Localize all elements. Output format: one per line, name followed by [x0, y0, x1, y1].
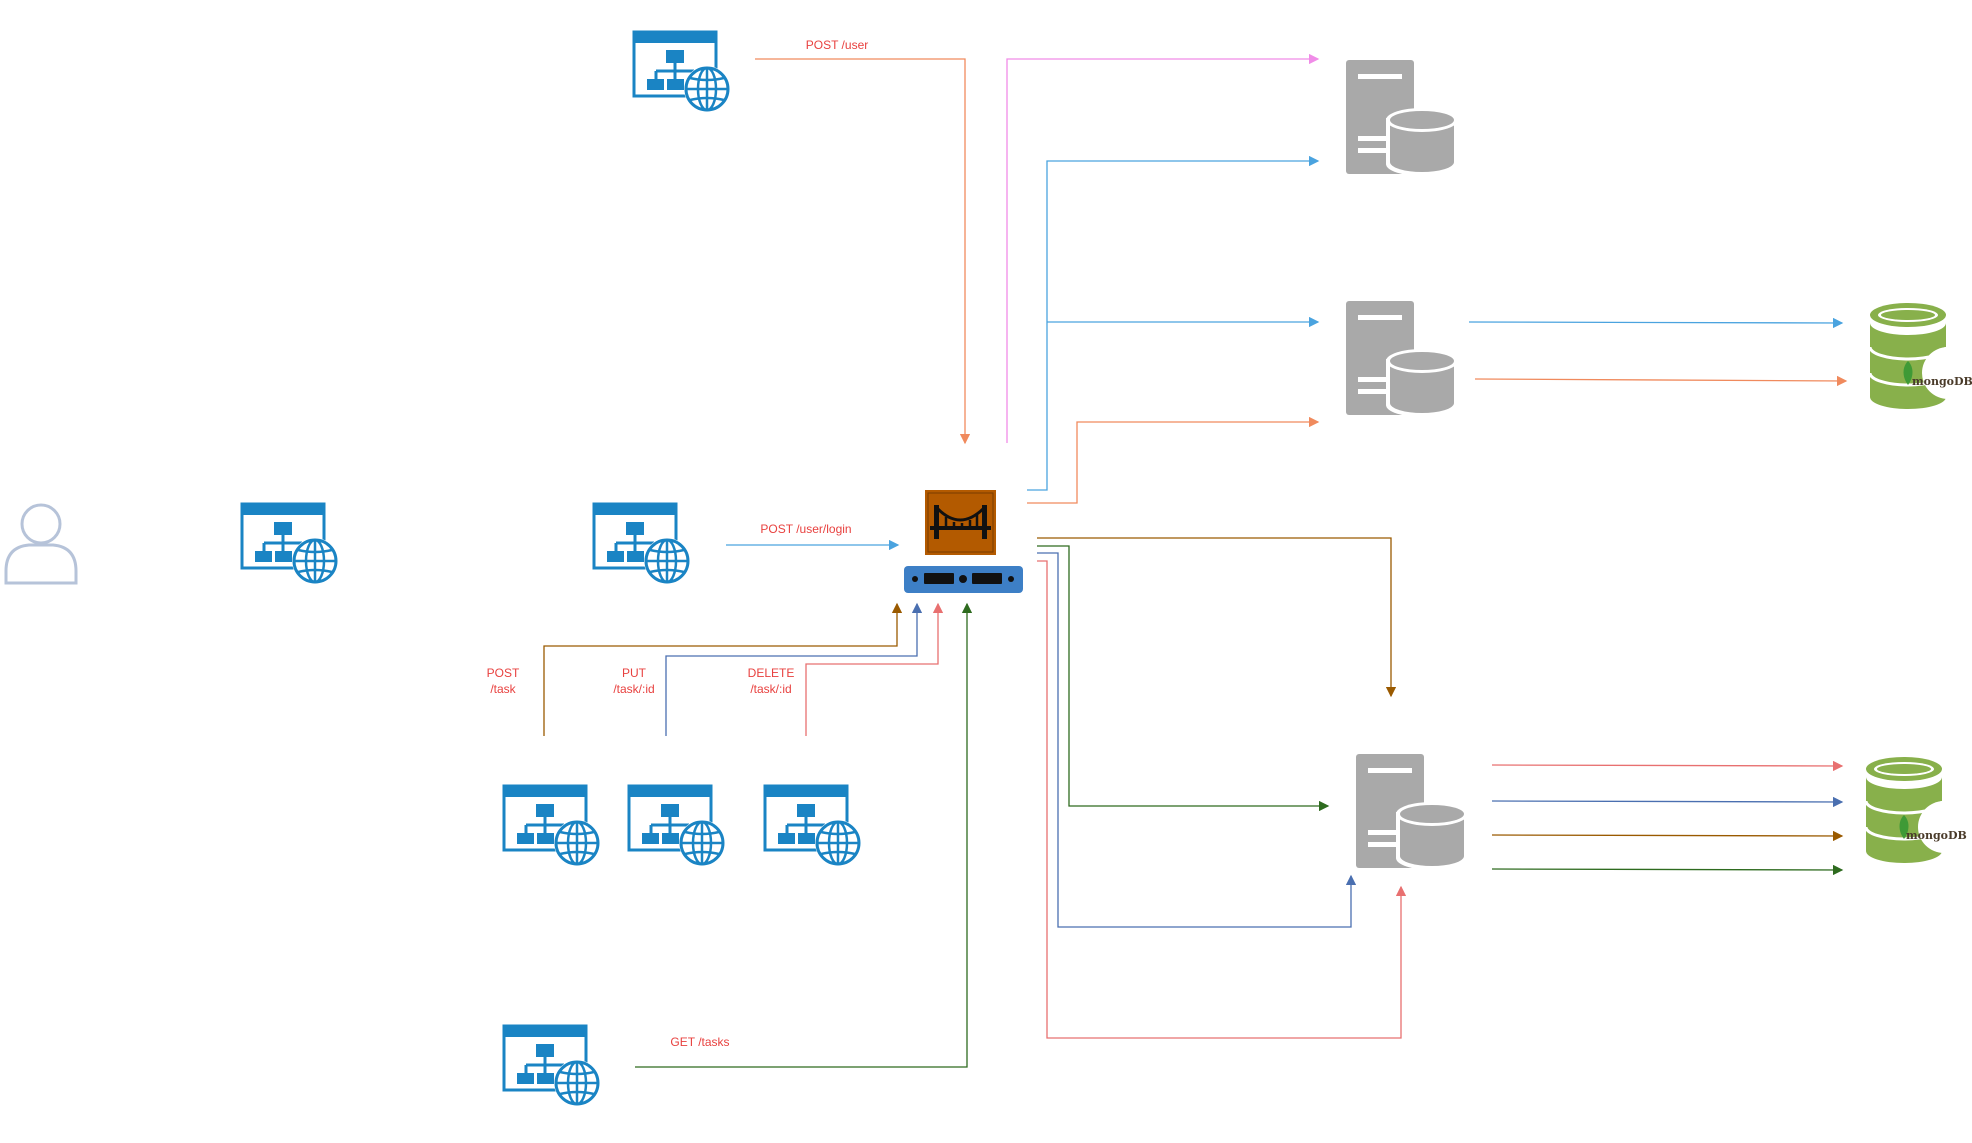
label-put-task-line1: PUT [622, 666, 647, 680]
api-gateway-bridge-icon[interactable] [904, 490, 1023, 593]
label-post-task-line1: POST [487, 666, 520, 680]
edge-gateway-server-task-navy [1037, 552, 1357, 928]
database-server-icon[interactable] [1346, 301, 1458, 417]
edge-post-task [543, 602, 903, 736]
connectors [543, 53, 1848, 1068]
edge-labels: POST /user POST /user/login POST /task P… [487, 38, 869, 1049]
label-post-user-login: POST /user/login [760, 522, 851, 536]
edge-server-task-mongodb-brown [1491, 830, 1844, 842]
web-app-icon[interactable] [502, 1024, 602, 1108]
web-app-icon[interactable] [632, 30, 732, 114]
web-app-icon[interactable] [502, 784, 602, 868]
edge-server-task-mongodb-red [1491, 760, 1844, 772]
edge-delete-task [805, 602, 944, 736]
web-app-icon[interactable] [763, 784, 863, 868]
edge-server-task-mongodb-navy [1491, 796, 1844, 808]
label-post-task-line2: /task [490, 682, 516, 696]
mongodb-icon [1868, 301, 1968, 411]
edge-gateway-server-top-pink [1006, 53, 1320, 443]
edge-gateway-server-user-orange [1027, 416, 1320, 504]
edge-gateway-server-top-blue [1027, 155, 1320, 491]
label-delete-task-line2: /task/:id [750, 682, 791, 696]
edge-gateway-server-task-green [1037, 545, 1330, 812]
label-delete-task-line1: DELETE [748, 666, 795, 680]
edge-server-user-mongodb-blue [1468, 317, 1844, 329]
mongodb-label: mongoDB [1906, 829, 1967, 842]
edge-gateway-server-task-red [1037, 560, 1407, 1039]
clients [240, 30, 863, 1108]
web-app-icon[interactable] [627, 784, 727, 868]
edge-gateway-server-task-brown [1037, 537, 1397, 698]
label-post-user: POST /user [806, 38, 868, 52]
label-put-task-line2: /task/:id [613, 682, 654, 696]
database-server-icon[interactable] [1346, 60, 1458, 176]
user-icon[interactable] [4, 503, 78, 585]
database-server-icon[interactable] [1356, 754, 1468, 870]
web-app-icon[interactable] [240, 502, 340, 586]
web-app-icon[interactable] [592, 502, 692, 586]
edge-server-task-mongodb-green [1491, 864, 1844, 876]
mongodb-icon [1864, 755, 1964, 865]
edge-get-tasks [635, 602, 973, 1068]
label-get-tasks: GET /tasks [670, 1035, 729, 1049]
edge-server-user-mongodb-orange [1474, 375, 1848, 387]
edge-put-task [665, 602, 923, 736]
edge-post-user [755, 58, 971, 445]
mongodb-tasks[interactable]: mongoDB [1864, 755, 1970, 865]
mongodb-label: mongoDB [1912, 375, 1972, 388]
servers [1346, 60, 1468, 870]
mongodb-users[interactable]: mongoDB [1868, 301, 1972, 411]
